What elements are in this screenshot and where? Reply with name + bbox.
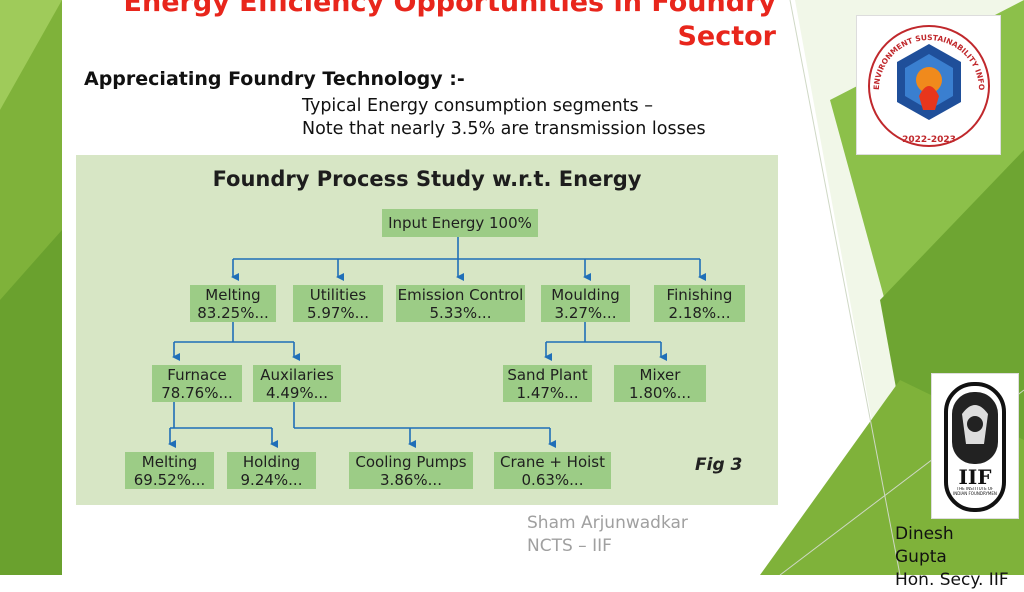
- sustainability-logo-icon: ENVIRONMENT SUSTAINABILITY INFORMATION A…: [853, 9, 990, 147]
- iif-logo: IIF THE INSTITUTE OF INDIAN FOUNDRYMEN: [931, 373, 1019, 519]
- node-label: Holding: [242, 452, 301, 471]
- node-label: Utilities: [309, 285, 367, 304]
- node-label: Furnace: [167, 365, 227, 384]
- author1-name: Sham Arjunwadkar: [527, 513, 688, 533]
- node-emission-control: Emission Control 5.33%...: [396, 285, 525, 322]
- logo-year: 2022-2023: [902, 135, 956, 145]
- node-label: Emission Control: [397, 285, 524, 304]
- node-crane-hoist: Crane + Hoist 0.63%...: [494, 452, 611, 489]
- diagram-connectors: [168, 237, 706, 448]
- node-cooling-pumps: Cooling Pumps 3.86%...: [349, 452, 473, 489]
- node-sand-plant: Sand Plant 1.47%...: [503, 365, 592, 402]
- node-label: Moulding: [551, 285, 620, 304]
- node-value: 3.27%...: [554, 303, 617, 322]
- node-moulding: Moulding 3.27%...: [541, 285, 630, 322]
- node-label: Melting: [141, 452, 198, 471]
- node-furnace: Furnace 78.76%...: [152, 365, 242, 402]
- energy-flow-diagram: Foundry Process Study w.r.t. Energy Inpu…: [76, 155, 778, 505]
- title-line-1: Energy Efficiency Opportunities in Found…: [123, 0, 776, 18]
- node-value: 5.33%...: [429, 303, 492, 322]
- author2-last-name: Gupta: [895, 547, 947, 567]
- node-label: Mixer: [639, 365, 681, 384]
- author-credit-1: Sham Arjunwadkar NCTS – IIF: [527, 512, 688, 558]
- node-value: 5.97%...: [307, 303, 369, 322]
- logo-letters: IIF: [959, 465, 992, 489]
- node-value: 78.76%...: [161, 383, 233, 402]
- author2-role: Hon. Secy. IIF: [895, 570, 1009, 590]
- author2-first-name: Dinesh: [895, 524, 954, 544]
- node-value: 69.52%...: [133, 470, 206, 489]
- node-label: Melting: [205, 285, 261, 304]
- node-label: Auxilaries: [260, 365, 334, 384]
- node-label: Input Energy 100%: [388, 214, 532, 232]
- node-mixer: Mixer 1.80%...: [614, 365, 706, 402]
- node-value: 0.63%...: [521, 470, 584, 489]
- note-line-1: Typical Energy consumption segments –: [302, 96, 653, 116]
- node-value: 83.25%...: [197, 303, 269, 322]
- figure-caption: Fig 3: [695, 455, 743, 475]
- logo-caption: THE INSTITUTE OF INDIAN FOUNDRYMEN: [953, 487, 997, 496]
- node-utilities: Utilities 5.97%...: [293, 285, 383, 322]
- node-value: 1.47%...: [516, 383, 579, 402]
- node-auxilaries: Auxilaries 4.49%...: [253, 365, 341, 402]
- title-line-2: Sector: [677, 21, 776, 52]
- node-value: 4.49%...: [266, 383, 328, 402]
- author1-affiliation: NCTS – IIF: [527, 536, 612, 556]
- node-input-energy: Input Energy 100%: [382, 209, 538, 237]
- node-value: 1.80%...: [629, 383, 691, 402]
- subheading: Appreciating Foundry Technology :-: [84, 68, 465, 90]
- note-line-2: Note that nearly 3.5% are transmission l…: [302, 119, 706, 139]
- node-label: Cooling Pumps: [355, 452, 467, 471]
- node-value: 9.24%...: [240, 470, 303, 489]
- author-credit-2: Dinesh Gupta Hon. Secy. IIF: [895, 523, 1009, 592]
- node-value: 3.86%...: [380, 470, 442, 489]
- iif-logo-icon: IIF THE INSTITUTE OF INDIAN FOUNDRYMEN: [944, 382, 1006, 512]
- node-holding: Holding 9.24%...: [227, 452, 316, 489]
- node-label: Sand Plant: [507, 365, 588, 384]
- node-label: Crane + Hoist: [500, 452, 605, 471]
- slide-title: Energy Efficiency Opportunities in Found…: [124, 0, 776, 54]
- sustainability-logo: ENVIRONMENT SUSTAINABILITY INFORMATION A…: [853, 9, 1001, 155]
- node-melting-sub: Melting 69.52%...: [125, 452, 214, 489]
- node-label: Finishing: [666, 285, 733, 304]
- node-finishing: Finishing 2.18%...: [654, 285, 745, 322]
- diagram-title: Foundry Process Study w.r.t. Energy: [212, 167, 642, 191]
- node-melting: Melting 83.25%...: [190, 285, 276, 322]
- node-value: 2.18%...: [668, 303, 731, 322]
